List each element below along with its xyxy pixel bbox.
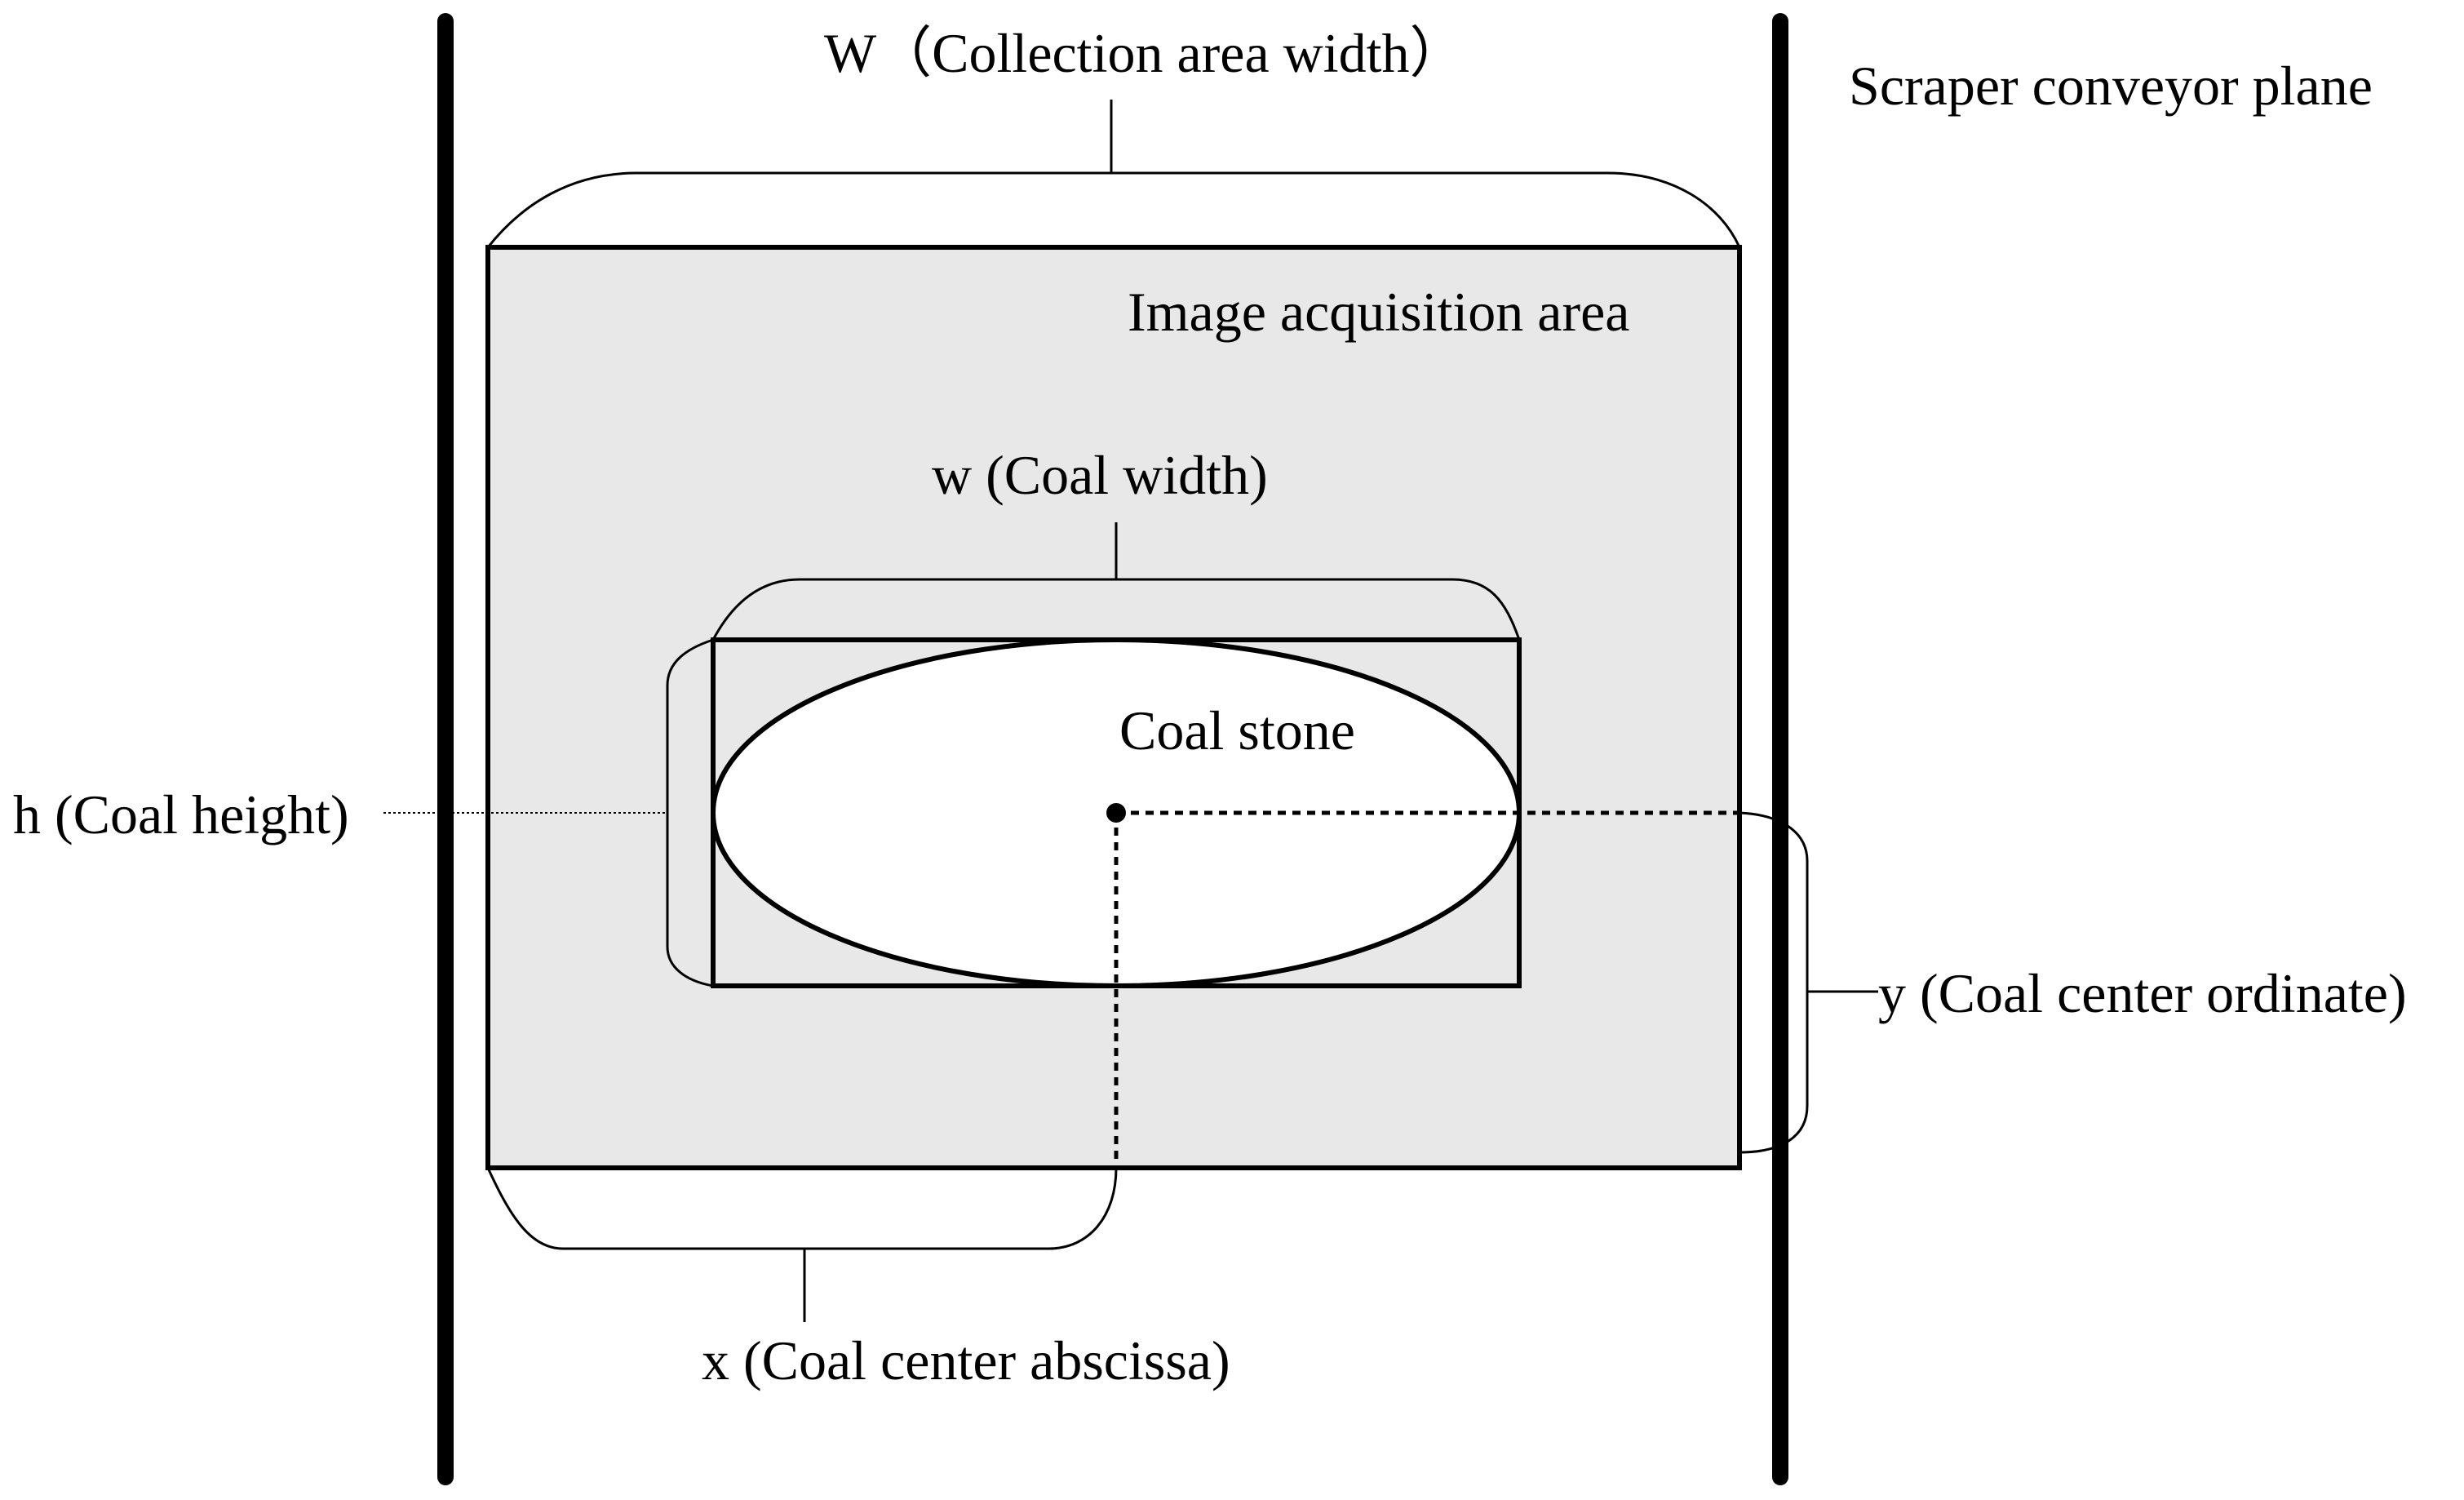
coal-center-abscissa-bracket [486, 1167, 1118, 1250]
acquisition-area-label: Image acquisition area [1128, 281, 1630, 343]
coal-center-ordinate-bracket [1739, 811, 1809, 1154]
coal-height-bracket [666, 638, 714, 987]
conveyor-plane-label: Scraper conveyor plane [1849, 55, 2373, 117]
coal-stone-label: Coal stone [1119, 699, 1355, 761]
coal-center-abscissa-label: x (Coal center abscissa) [702, 1329, 1230, 1391]
coal-height-label: h (Coal height) [13, 783, 349, 845]
coal-width-bracket [711, 578, 1521, 641]
collection-width-bracket [486, 171, 1741, 248]
coal-width-label: w (Coal width) [932, 444, 1268, 506]
coal-center-ordinate-label: y (Coal center ordinate) [1878, 962, 2407, 1024]
collection-width-label: W（Collection area width） [824, 22, 1465, 84]
coal-center-point [1106, 803, 1126, 823]
